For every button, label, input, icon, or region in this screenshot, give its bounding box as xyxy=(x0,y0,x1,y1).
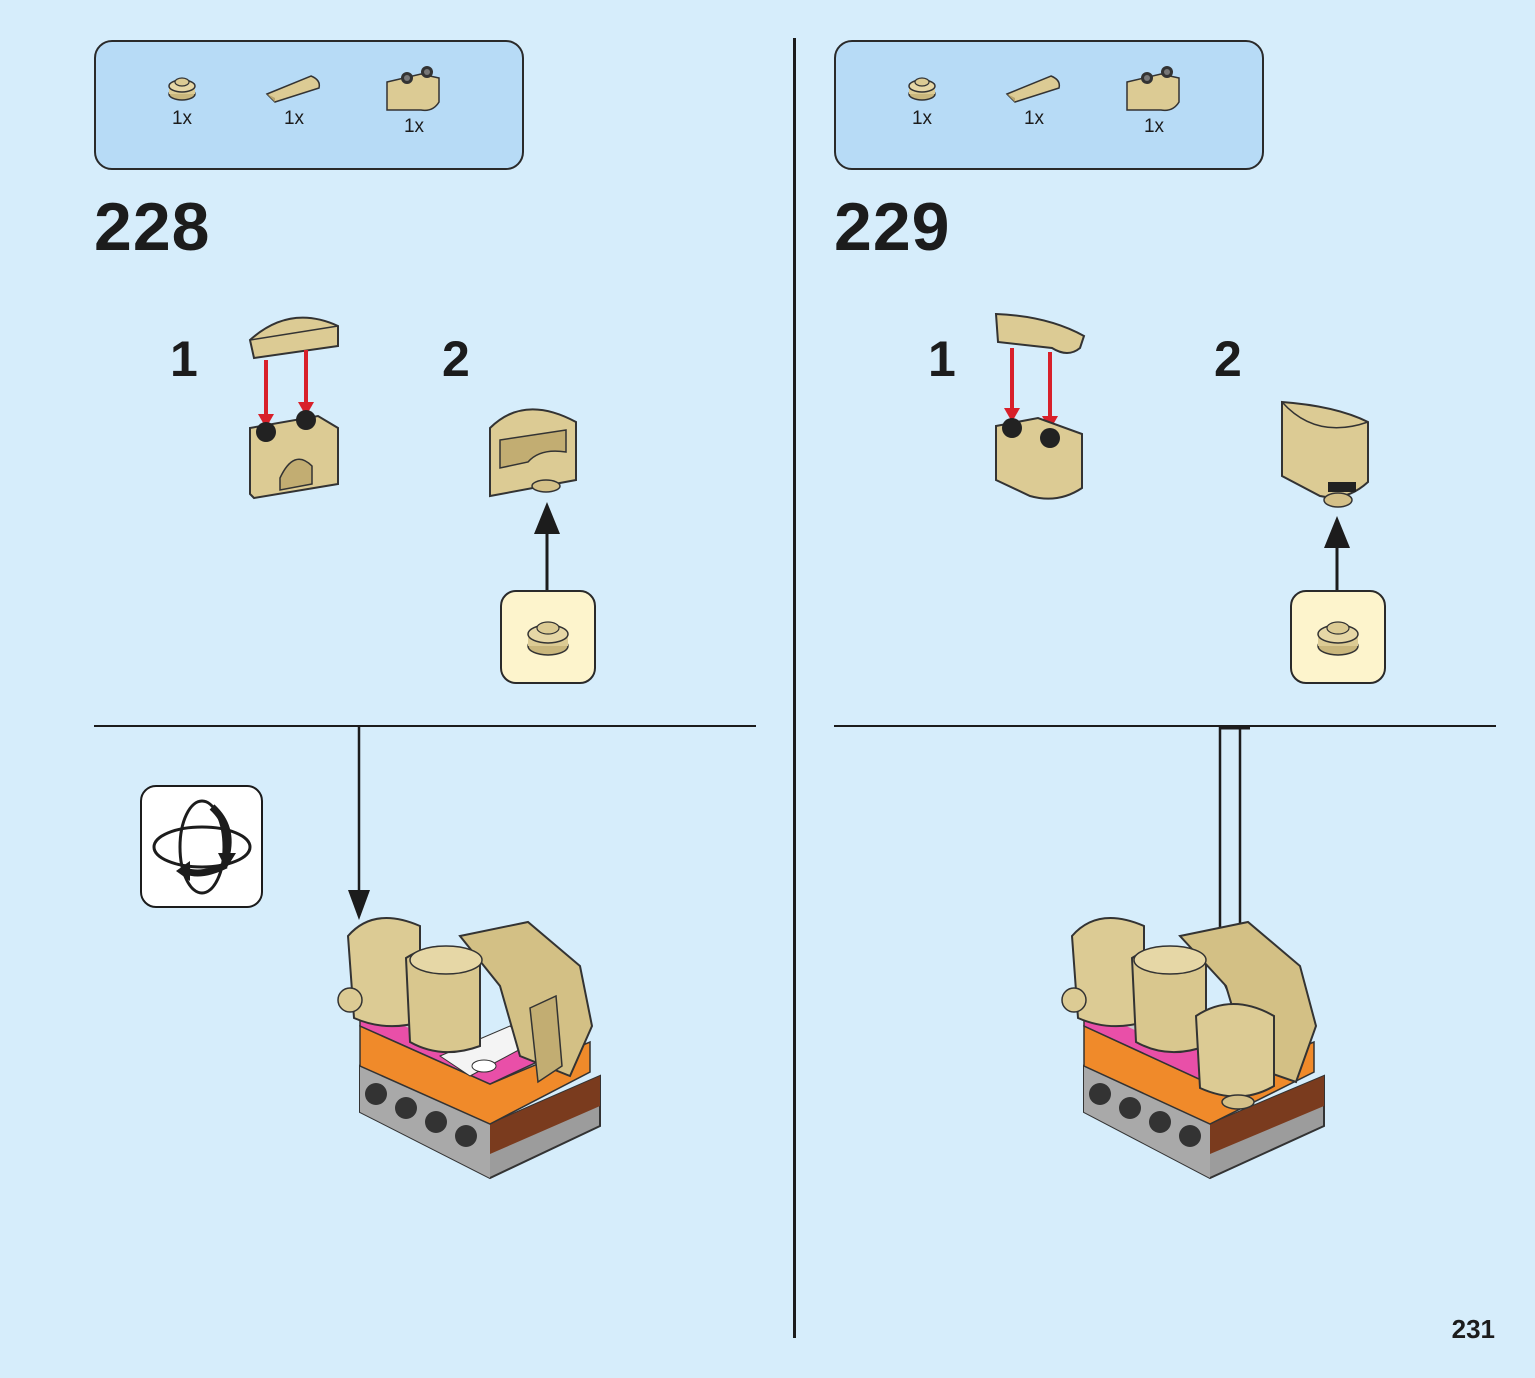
main-model-illustration xyxy=(1061,726,1325,1180)
curved-brick-icon xyxy=(1126,66,1180,112)
subassembly-callout xyxy=(1290,590,1386,684)
round-plate-icon xyxy=(527,621,569,656)
rotate-model-icon xyxy=(140,785,263,908)
part-qty: 1x xyxy=(403,116,425,137)
page-divider xyxy=(793,38,796,1338)
part-item: 1x xyxy=(254,66,334,130)
step-number: 228 xyxy=(94,189,211,265)
curved-tile-icon xyxy=(1005,75,1061,103)
substep-2-illustration xyxy=(1281,400,1369,508)
part-qty: 1x xyxy=(1023,108,1045,129)
part-item: 1x xyxy=(142,66,222,130)
part-item: 1x xyxy=(1114,62,1194,138)
round-plate-icon xyxy=(168,77,196,101)
step-number: 229 xyxy=(834,189,951,265)
assembly-arrow xyxy=(1324,516,1350,590)
assembly-arrow xyxy=(534,502,560,590)
substep-number: 1 xyxy=(170,331,198,387)
part-qty: 1x xyxy=(283,108,305,129)
page-number: 231 xyxy=(1451,1314,1495,1344)
substep-2-illustration xyxy=(489,408,577,498)
curved-brick-icon xyxy=(386,66,440,112)
main-model-illustration xyxy=(337,726,601,1180)
substep-1-illustration xyxy=(248,316,339,500)
parts-list-228: 1x 1x 1x xyxy=(94,40,524,170)
part-qty: 1x xyxy=(1143,116,1165,137)
parts-list-229: 1x 1x 1x xyxy=(834,40,1264,170)
part-item: 1x xyxy=(994,66,1074,130)
round-plate-icon xyxy=(908,77,936,101)
curved-tile-icon xyxy=(265,75,321,103)
substep-1-illustration xyxy=(994,312,1086,500)
rotate-arrows-icon xyxy=(152,799,252,895)
part-item: 1x xyxy=(374,62,454,138)
substep-number: 1 xyxy=(928,331,956,387)
part-qty: 1x xyxy=(171,108,193,129)
subassembly-callout xyxy=(500,590,596,684)
substep-number: 2 xyxy=(442,331,470,387)
round-plate-icon xyxy=(1317,621,1359,656)
part-qty: 1x xyxy=(911,108,933,129)
part-item: 1x xyxy=(882,66,962,130)
section-rule xyxy=(834,725,1496,727)
section-rule xyxy=(94,725,756,727)
substep-number: 2 xyxy=(1214,331,1242,387)
